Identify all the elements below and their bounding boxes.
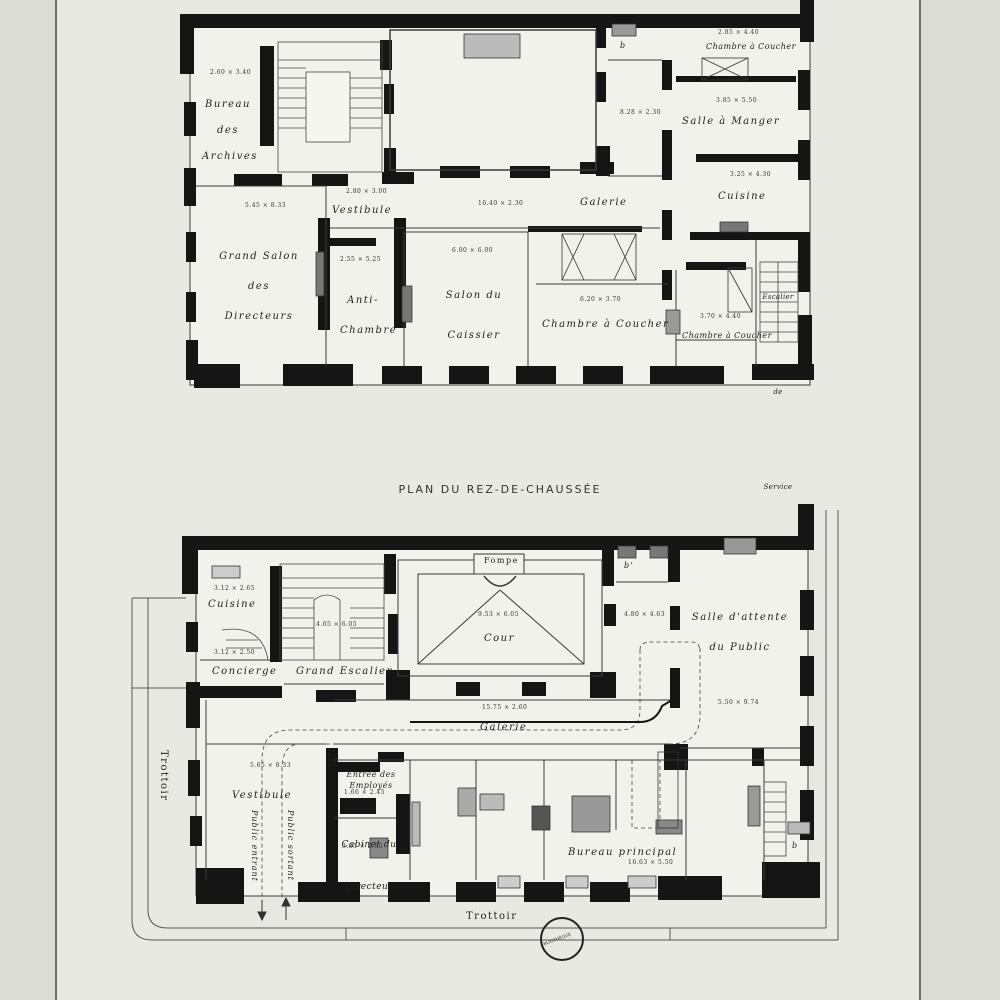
dims-bureau-archives: 2.60 × 3.40 <box>210 69 252 76</box>
galerie-counter-line <box>410 699 673 723</box>
room-chambre-a-coucher-1: Chambre à Coucher <box>542 319 670 330</box>
entry-arrows <box>257 896 291 922</box>
upper-service-staircase <box>759 261 799 343</box>
dims-galerie-upper: 16.40 × 2.30 <box>478 200 524 207</box>
dims-anti-chambre: 2.55 × 5.25 <box>340 256 382 263</box>
room-chambre-a-coucher-3: Chambre à Coucher <box>706 42 796 51</box>
label-trottoir-side: Trottoir <box>158 750 169 802</box>
office-furniture <box>211 537 811 889</box>
dims-salle-a-manger: 3.85 × 5.50 <box>716 97 758 104</box>
dims-cuisine-lower: 3.12 × 2.65 <box>214 585 256 592</box>
room-bureau-des-archives: Bureau des Archives <box>202 99 258 162</box>
dims-concierge: 3.12 × 2.50 <box>214 649 256 656</box>
upper-floor-plan <box>180 0 814 388</box>
lower-floor-plan <box>131 504 839 941</box>
label-public-entrant: Public entrant <box>250 810 259 882</box>
dims-grand-escalier: 4.65 × 6.05 <box>316 621 358 628</box>
dims-chambre-coucher-1: 6.20 × 3.70 <box>580 296 622 303</box>
upper-outer-walls <box>180 0 814 388</box>
room-vestibule-upper: Vestibule <box>332 205 393 216</box>
dims-bureau-principal: 16.63 × 5.50 <box>628 859 674 866</box>
label-trottoir-bottom: Trottoir <box>466 911 518 922</box>
dims-entree-employes: 1.66 × 2.45 <box>344 789 386 796</box>
dims-chambre-coucher-2: 3.70 × 4.40 <box>700 313 742 320</box>
label-public-sortant: Public sortant <box>286 810 295 881</box>
circulation-paths <box>261 641 701 900</box>
dims-salle-d-attente: 5.50 × 9.74 <box>718 699 760 706</box>
room-b-upper: b <box>620 41 627 50</box>
upper-interior-walls <box>234 28 800 330</box>
sidewalk-lines <box>131 510 839 941</box>
room-cuisine-upper: Cuisine <box>718 191 767 202</box>
dims-chambre-coucher-3: 2.85 × 4.40 <box>718 29 760 36</box>
room-cour: Cour <box>484 633 515 644</box>
room-salon-du-caissier: Salon du Caissier <box>445 290 503 341</box>
room-grand-escalier: Grand Escalier <box>296 666 393 677</box>
dims-cour: 9.53 × 6.05 <box>478 611 520 618</box>
fompe-label: Fompe <box>484 556 519 565</box>
room-entree-des-employes: Entrée des Employés <box>346 770 396 790</box>
dims-passage-lower: 4.80 × 4.63 <box>624 611 666 618</box>
dims-passage-upper: 8.28 × 2.30 <box>620 109 662 116</box>
room-escalier-de-service: Escalier de Service <box>762 293 794 491</box>
service-staircase-lower <box>763 781 787 857</box>
room-grand-salon-des-directeurs: Grand Salon des Directeurs <box>219 251 299 322</box>
lower-interior-walls <box>198 546 764 888</box>
upper-fixtures <box>315 23 753 335</box>
room-b-lower: b <box>792 841 799 850</box>
dims-salon-caissier: 6.00 × 6.00 <box>452 247 494 254</box>
dims-cuisine-upper: 3.25 × 4.30 <box>730 171 772 178</box>
dims-galerie-lower: 15.75 × 2.60 <box>482 704 528 711</box>
upper-main-staircase <box>277 41 383 173</box>
dims-grand-salon: 5.45 × 8.33 <box>245 202 287 209</box>
courtyard-cour <box>397 553 603 677</box>
room-galerie-upper: Galerie <box>580 197 628 208</box>
room-salle-a-manger: Salle à Manger <box>682 116 781 127</box>
room-cuisine-lower: Cuisine <box>208 599 257 610</box>
room-anti-chambre: Anti-Chambre <box>340 295 398 336</box>
grand-staircase <box>221 563 385 661</box>
room-galerie-lower: Galerie <box>480 722 528 733</box>
plan-title: PLAN DU REZ-DE-CHAUSSÉE <box>398 483 602 496</box>
library-stamp: BIBLIOTHÈQUE NATIONALE <box>540 917 584 961</box>
dims-vestibule-lower: 5.65 × 8.33 <box>250 762 292 769</box>
dims-vestibule-upper: 2.80 × 3.00 <box>346 188 388 195</box>
room-cabinet-du-directeur: Cabinet du Directeur <box>341 840 397 892</box>
room-salle-d-attente-du-public: Salle d'attente du Public <box>691 612 789 653</box>
room-bureau-principal: Bureau principal <box>568 847 678 858</box>
room-b-prime: b' <box>624 561 635 570</box>
room-concierge: Concierge <box>212 666 278 677</box>
stamp-text: BIBLIOTHÈQUE NATIONALE <box>540 931 572 948</box>
dims-cabinet: 3.85 × 2.95 <box>342 843 384 850</box>
room-vestibule-lower: Vestibule <box>232 790 293 801</box>
room-chambre-a-coucher-2: Chambre à Coucher <box>682 331 772 340</box>
